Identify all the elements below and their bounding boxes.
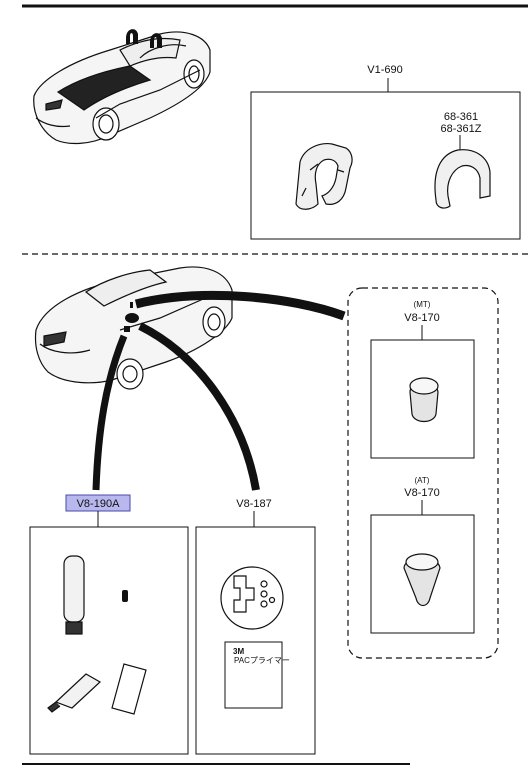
v1-690-box [250,91,521,240]
wipe-pad-illustration [111,663,147,715]
primer-label: PACプライマー [234,656,290,665]
v8-170-mt-box [370,339,475,459]
glue-tube-illustration [47,673,102,713]
v8-190a-box [29,526,189,755]
shift-knob-mt-illustration [409,377,439,423]
plug-illustration [122,590,128,602]
v1-690-subcode-1: 68-361 [444,111,478,123]
v1-690-subcode-2: 68-361Z [441,123,482,135]
adhesive-tube-illustration [63,555,85,635]
callout-to-v8-187 [138,322,260,491]
primer-brand: 3M [233,647,244,656]
shift-knob-location-marker [124,302,139,332]
primer-packet [224,641,283,709]
v8-170-mt-variant: (MT) [414,300,431,309]
v1-690-code: V1-690 [367,64,402,76]
v8-190a-code: V8-190A [77,498,120,510]
roll-hoop-icons [126,29,162,48]
callout-to-v8-190a [92,334,128,491]
v8-170-mt-code: V8-170 [404,312,439,324]
car-illustration-top [33,31,211,145]
roll-bar-cover-illustration [434,149,491,209]
v8-170-at-variant: (AT) [415,476,430,485]
v8-170-at-box [370,514,475,634]
callout-to-v8-170 [134,291,346,321]
callout-lines [92,291,346,491]
v8-170-at-code: V8-170 [404,487,439,499]
shift-knob-group-dashed [347,287,499,659]
v8-187-code: V8-187 [236,498,271,510]
shift-knob-at-illustration [403,553,441,607]
roll-bar-bracket-illustration [295,143,353,210]
shift-pattern-decal-illustration [220,566,284,630]
v8-187-box [195,526,316,755]
